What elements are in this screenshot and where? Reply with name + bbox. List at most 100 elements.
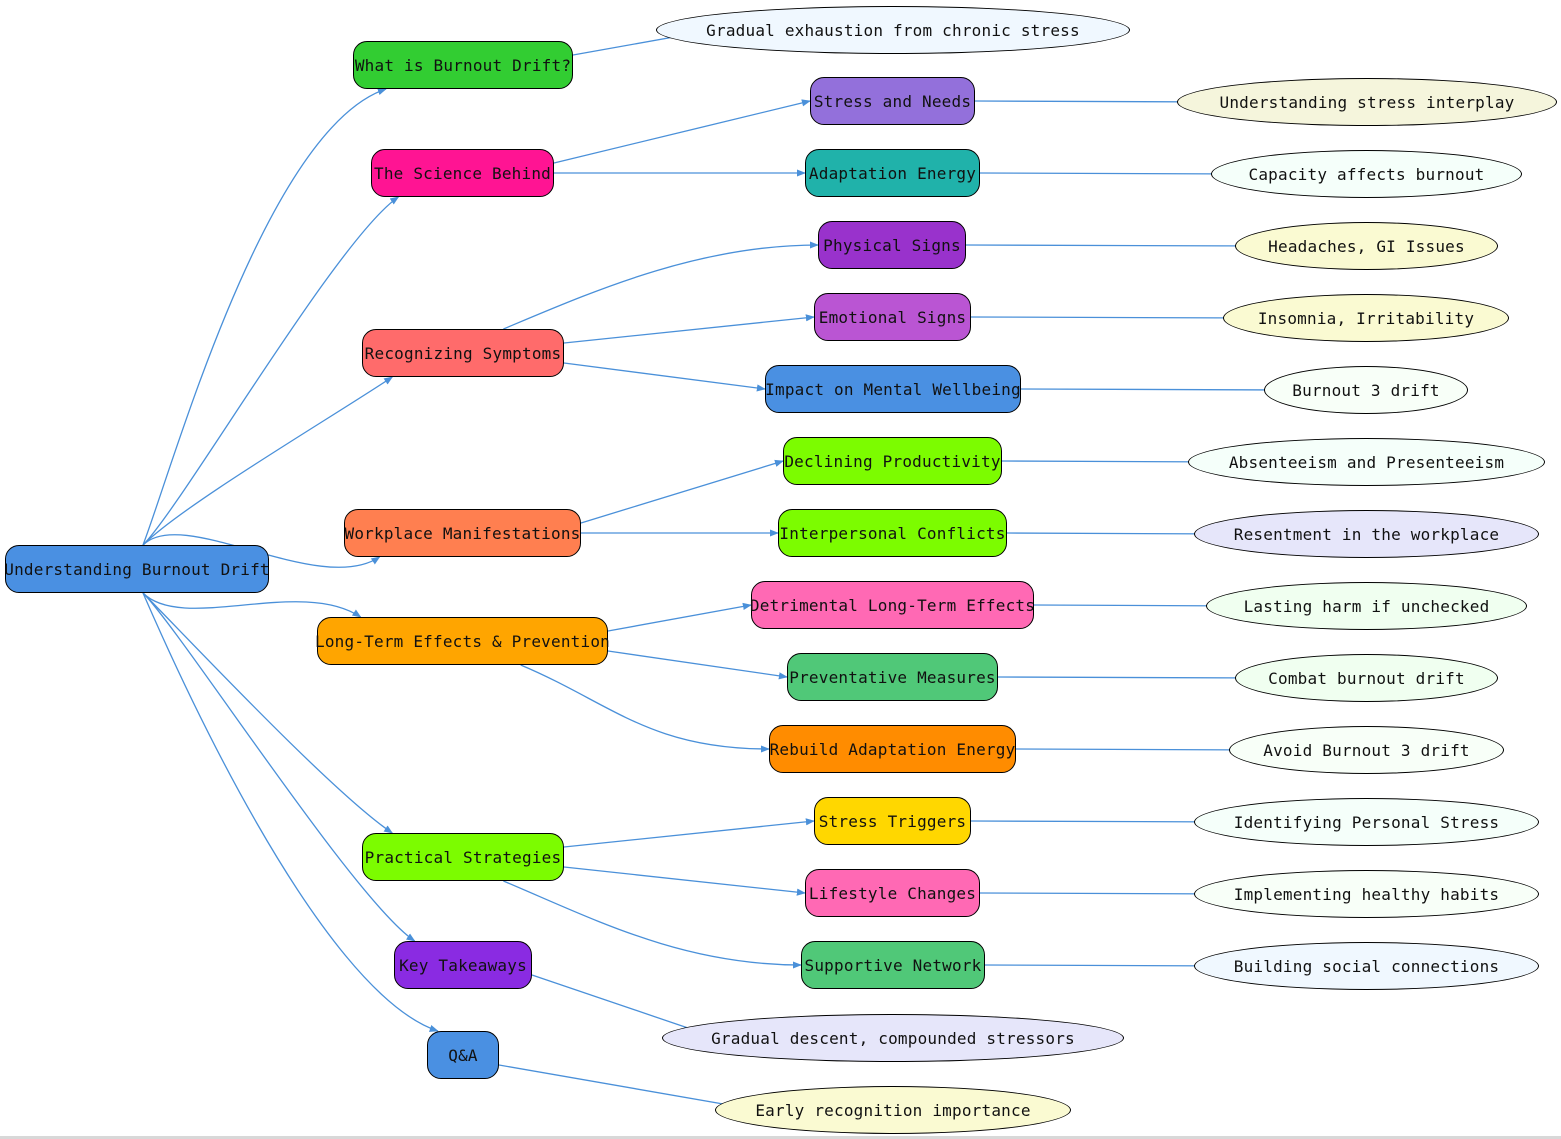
edge-physical-to-d_headaches bbox=[965, 242, 1268, 250]
section-label: Recognizing Symptoms bbox=[364, 343, 562, 363]
edge-workplace-to-productivity bbox=[580, 459, 784, 524]
section-label: Long-Term Effects & Prevention bbox=[315, 631, 610, 651]
root-node[interactable]: Understanding Burnout Drift bbox=[4, 545, 270, 593]
topic-interpersonal-conflicts[interactable]: Interpersonal Conflicts bbox=[778, 509, 1007, 557]
edge-strategies-to-network bbox=[503, 880, 802, 969]
detail-understanding-stress-interplay[interactable]: Understanding stress interplay bbox=[1177, 78, 1557, 126]
detail-combat-burnout-drift[interactable]: Combat burnout drift bbox=[1235, 654, 1498, 702]
topic-stress-and-needs[interactable]: Stress and Needs bbox=[810, 77, 975, 125]
bottom-divider bbox=[0, 1136, 1561, 1139]
edge-preventative-to-d_combat bbox=[997, 674, 1268, 682]
detail-absenteeism-presenteeism[interactable]: Absenteeism and Presenteeism bbox=[1188, 438, 1545, 486]
topic-detrimental-long-term-effects[interactable]: Detrimental Long-Term Effects bbox=[749, 581, 1036, 629]
detail-burnout-3-drift[interactable]: Burnout 3 drift bbox=[1264, 366, 1468, 414]
edge-symptoms-to-emotional bbox=[563, 314, 815, 344]
detail-label: Early recognition importance bbox=[755, 1100, 1031, 1120]
edge-root-to-qa bbox=[142, 592, 439, 1032]
detail-gradual-exhaustion[interactable]: Gradual exhaustion from chronic stress bbox=[656, 6, 1130, 54]
section-label: Workplace Manifestations bbox=[344, 523, 581, 543]
topic-label: Detrimental Long-Term Effects bbox=[749, 595, 1036, 615]
topic-emotional-signs[interactable]: Emotional Signs bbox=[814, 293, 971, 341]
detail-resentment-workplace[interactable]: Resentment in the workplace bbox=[1194, 510, 1539, 558]
topic-label: Stress and Needs bbox=[813, 91, 972, 111]
topic-label: Rebuild Adaptation Energy bbox=[769, 739, 1016, 759]
topic-label: Stress Triggers bbox=[818, 811, 967, 831]
detail-label: Understanding stress interplay bbox=[1219, 92, 1515, 112]
detail-avoid-burnout-3-drift[interactable]: Avoid Burnout 3 drift bbox=[1229, 726, 1504, 774]
detail-capacity-affects-burnout[interactable]: Capacity affects burnout bbox=[1211, 150, 1522, 198]
detail-label: Implementing healthy habits bbox=[1233, 884, 1500, 904]
edge-adaptation-to-d_capacity bbox=[979, 170, 1250, 178]
edge-longterm-to-rebuild bbox=[520, 664, 770, 753]
detail-label: Absenteeism and Presenteeism bbox=[1228, 452, 1505, 472]
topic-label: Declining Productivity bbox=[784, 451, 1001, 471]
topic-label: Supportive Network bbox=[804, 955, 982, 975]
edge-root-to-strategies bbox=[142, 592, 394, 834]
section-science-behind[interactable]: The Science Behind bbox=[371, 149, 554, 197]
topic-label: Emotional Signs bbox=[818, 307, 967, 327]
topic-label: Interpersonal Conflicts bbox=[779, 523, 1006, 543]
detail-label: Lasting harm if unchecked bbox=[1243, 596, 1490, 616]
edge-root-to-takeaways bbox=[142, 592, 416, 942]
edge-strategies-to-triggers bbox=[563, 818, 815, 848]
topic-adaptation-energy[interactable]: Adaptation Energy bbox=[805, 149, 980, 197]
edge-longterm-to-preventative bbox=[607, 650, 788, 680]
section-key-takeaways[interactable]: Key Takeaways bbox=[394, 941, 532, 989]
edge-impact-to-d_burnout3 bbox=[1020, 386, 1290, 394]
detail-label: Headaches, GI Issues bbox=[1268, 236, 1465, 256]
topic-supportive-network[interactable]: Supportive Network bbox=[801, 941, 985, 989]
topic-label: Lifestyle Changes bbox=[808, 883, 977, 903]
topic-lifestyle-changes[interactable]: Lifestyle Changes bbox=[805, 869, 980, 917]
topic-rebuild-adaptation-energy[interactable]: Rebuild Adaptation Energy bbox=[769, 725, 1016, 773]
edge-network-to-d_social bbox=[984, 962, 1237, 970]
topic-label: Physical Signs bbox=[823, 235, 961, 255]
detail-label: Capacity affects burnout bbox=[1248, 164, 1485, 184]
detail-implementing-healthy-habits[interactable]: Implementing healthy habits bbox=[1194, 870, 1539, 918]
edge-emotional-to-d_insomnia bbox=[970, 314, 1259, 322]
edge-root-to-symptoms bbox=[142, 376, 394, 546]
section-workplace-manifestations[interactable]: Workplace Manifestations bbox=[344, 509, 581, 557]
edge-science-to-stress_needs bbox=[553, 99, 811, 164]
edge-lifestyle-to-d_habits bbox=[979, 890, 1237, 898]
detail-identifying-personal-stress[interactable]: Identifying Personal Stress bbox=[1194, 798, 1539, 846]
detail-insomnia-irritability[interactable]: Insomnia, Irritability bbox=[1223, 294, 1509, 342]
detail-label: Identifying Personal Stress bbox=[1233, 812, 1500, 832]
detail-label: Combat burnout drift bbox=[1268, 668, 1465, 688]
section-what-is-burnout-drift[interactable]: What is Burnout Drift? bbox=[353, 41, 573, 89]
edge-strategies-to-lifestyle bbox=[563, 866, 806, 896]
detail-lasting-harm[interactable]: Lasting harm if unchecked bbox=[1206, 582, 1527, 630]
edge-triggers-to-d_identify bbox=[970, 818, 1237, 826]
section-label: Q&A bbox=[448, 1045, 478, 1065]
section-long-term-effects[interactable]: Long-Term Effects & Prevention bbox=[315, 617, 610, 665]
topic-declining-productivity[interactable]: Declining Productivity bbox=[783, 437, 1002, 485]
topic-label: Adaptation Energy bbox=[808, 163, 977, 183]
section-label: Key Takeaways bbox=[399, 955, 527, 975]
edge-root-to-longterm bbox=[142, 592, 362, 618]
root-label: Understanding Burnout Drift bbox=[4, 559, 270, 579]
detail-label: Building social connections bbox=[1233, 956, 1500, 976]
topic-physical-signs[interactable]: Physical Signs bbox=[818, 221, 966, 269]
edge-root-to-science bbox=[142, 196, 400, 546]
detail-building-social-connections[interactable]: Building social connections bbox=[1194, 942, 1539, 990]
section-practical-strategies[interactable]: Practical Strategies bbox=[362, 833, 564, 881]
topic-label: Preventative Measures bbox=[789, 667, 996, 687]
detail-headaches-gi-issues[interactable]: Headaches, GI Issues bbox=[1235, 222, 1498, 270]
edge-symptoms-to-impact bbox=[563, 362, 766, 392]
detail-label: Avoid Burnout 3 drift bbox=[1263, 740, 1470, 760]
topic-impact-on-mental-wellbeing[interactable]: Impact on Mental Wellbeing bbox=[765, 365, 1021, 413]
topic-preventative-measures[interactable]: Preventative Measures bbox=[787, 653, 998, 701]
topic-stress-triggers[interactable]: Stress Triggers bbox=[814, 797, 971, 845]
section-label: What is Burnout Drift? bbox=[354, 55, 572, 75]
detail-gradual-descent[interactable]: Gradual descent, compounded stressors bbox=[662, 1014, 1124, 1062]
topic-label: Impact on Mental Wellbeing bbox=[765, 379, 1021, 399]
section-qa[interactable]: Q&A bbox=[427, 1031, 499, 1079]
detail-early-recognition[interactable]: Early recognition importance bbox=[715, 1086, 1071, 1134]
detail-label: Resentment in the workplace bbox=[1233, 524, 1500, 544]
edge-longterm-to-detrimental bbox=[607, 602, 752, 632]
detail-label: Insomnia, Irritability bbox=[1257, 308, 1475, 328]
detail-label: Gradual descent, compounded stressors bbox=[711, 1028, 1075, 1048]
section-label: The Science Behind bbox=[374, 163, 551, 183]
section-recognizing-symptoms[interactable]: Recognizing Symptoms bbox=[362, 329, 564, 377]
edge-qa-to-d_early bbox=[498, 1064, 759, 1113]
